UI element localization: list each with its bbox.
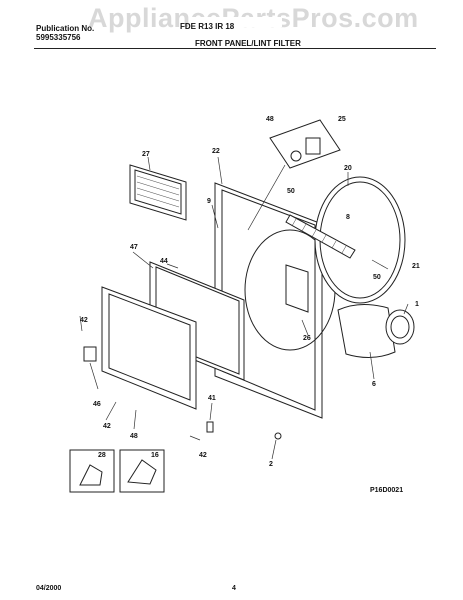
callout-label: 8 [346, 214, 350, 221]
callout-label: 50 [373, 274, 381, 281]
lint-screen-strip [285, 214, 356, 259]
lint-filter-grille [129, 164, 187, 221]
footer-date: 04/2000 [36, 585, 62, 592]
callout-label: 25 [338, 116, 346, 123]
publication-label: Publication No. [36, 24, 95, 33]
section-title: FRONT PANEL/LINT FILTER [195, 39, 301, 48]
callout-label: 27 [142, 151, 150, 158]
leader-lines [79, 156, 409, 460]
callout-label: 28 [98, 452, 106, 459]
callout-label: 22 [212, 148, 220, 155]
detail-box-28 [69, 449, 115, 493]
callout-label: 2 [269, 461, 273, 468]
callout-label: 42 [80, 317, 88, 324]
callout-label: 50 [287, 188, 295, 195]
detail-box-16 [119, 449, 165, 493]
callout-label: 9 [207, 198, 211, 205]
callout-label: 1 [415, 301, 419, 308]
callout-label: 46 [93, 401, 101, 408]
door-panel [101, 286, 197, 410]
callout-label: 44 [160, 258, 168, 265]
detail-callout-box [247, 119, 341, 231]
callout-label: 42 [199, 452, 207, 459]
callout-label: 20 [344, 165, 352, 172]
publication-number: 5995335756 [36, 33, 81, 42]
drawing-code: P16D0021 [370, 487, 404, 494]
callout-label: 42 [103, 423, 111, 430]
callout-label: 6 [372, 381, 376, 388]
lint-duct [337, 304, 415, 358]
callout-label: 26 [303, 335, 311, 342]
callout-label: 21 [412, 263, 420, 270]
model-number: FDE R13 IR 18 [180, 22, 235, 31]
footer-page-number: 4 [232, 585, 236, 592]
callout-label: 48 [130, 433, 138, 440]
callout-label: 47 [130, 244, 138, 251]
callout-label: 41 [208, 395, 216, 402]
header-rule [34, 48, 436, 49]
callout-label: 16 [151, 452, 159, 459]
small-hardware [83, 346, 282, 440]
callout-label: 48 [266, 116, 274, 123]
watermark-overlap-band [190, 17, 282, 27]
